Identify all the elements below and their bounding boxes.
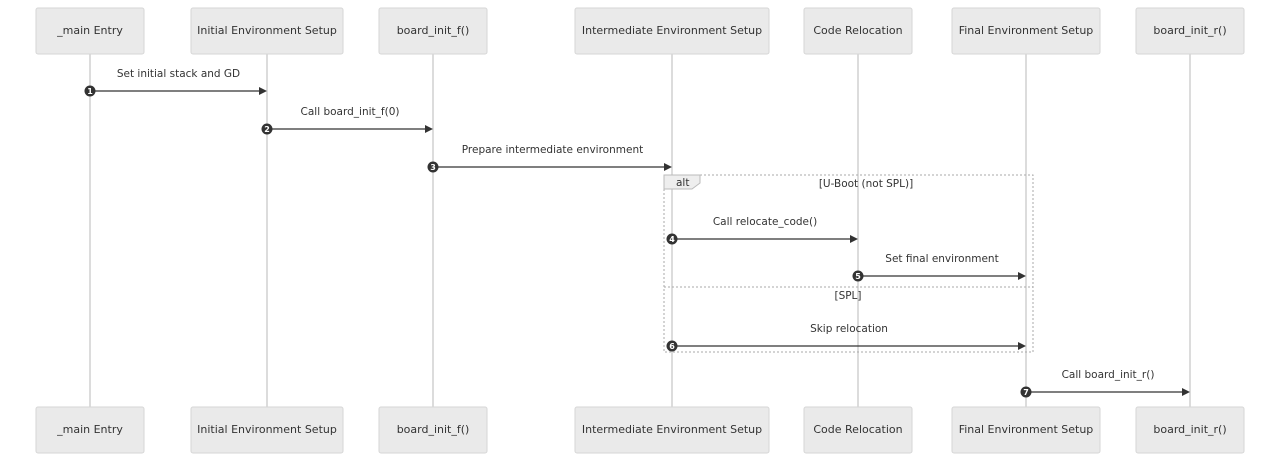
participant-label-bir-bottom: board_init_r() (1153, 423, 1226, 436)
alt-frame: alt [U-Boot (not SPL)] [SPL] (663, 174, 1034, 353)
sequence-marker-5 (852, 270, 864, 282)
participant-label-final-top: Final Environment Setup (959, 24, 1094, 37)
participant-label-bif-bottom: board_init_f() (397, 423, 470, 436)
participant-box-bir-bottom (1135, 406, 1245, 454)
participant-box-inter-bottom (574, 406, 770, 454)
sequence-number-7: 7 (1023, 388, 1029, 397)
arrowhead-5 (1018, 272, 1026, 280)
arrowhead-3 (664, 163, 672, 171)
participant-label-inter-bottom: Intermediate Environment Setup (582, 423, 762, 436)
message-label-3: Prepare intermediate environment (462, 144, 643, 156)
participant-box-final-bottom (951, 406, 1101, 454)
sequence-number-1: 1 (87, 87, 93, 96)
sequence-marker-2 (261, 123, 273, 135)
participant-box-main-top (35, 7, 145, 55)
message-label-1: Set initial stack and GD (117, 68, 240, 80)
alt-condition-1: [U-Boot (not SPL)] (819, 178, 913, 190)
alt-tag-label: alt (676, 177, 689, 189)
sequence-number-2: 2 (264, 125, 270, 134)
participant-label-inter-top: Intermediate Environment Setup (582, 24, 762, 37)
participant-label-main-bottom: _main Entry (56, 423, 123, 436)
sequence-number-4: 4 (669, 235, 675, 244)
participant-box-reloc-bottom (803, 406, 913, 454)
participant-label-final-bottom: Final Environment Setup (959, 423, 1094, 436)
sequence-marker-7 (1020, 386, 1032, 398)
sequence-number-3: 3 (430, 163, 436, 172)
participant-box-inter-top (574, 7, 770, 55)
participants-top: _main Entry Initial Environment Setup boar… (35, 7, 1245, 55)
participant-box-main-bottom (35, 406, 145, 454)
arrowhead-7 (1182, 388, 1190, 396)
message-label-4: Call relocate_code() (713, 216, 817, 228)
sequence-marker-4 (666, 233, 678, 245)
participant-label-reloc-top: Code Relocation (813, 24, 902, 37)
participant-label-bir-top: board_init_r() (1153, 24, 1226, 37)
sequence-marker-1 (84, 85, 96, 97)
message-label-2: Call board_init_f(0) (301, 106, 400, 118)
arrowhead-4 (850, 235, 858, 243)
sequence-marker-3 (427, 161, 439, 173)
arrowhead-6 (1018, 342, 1026, 350)
arrowhead-2 (425, 125, 433, 133)
participant-box-init-top (190, 7, 344, 55)
message-label-7: Call board_init_r() (1062, 369, 1155, 381)
participant-box-bir-top (1135, 7, 1245, 55)
alt-tag (663, 174, 701, 190)
participant-label-init-top: Initial Environment Setup (197, 24, 337, 37)
participant-label-main-top: _main Entry (56, 24, 123, 37)
participant-box-reloc-top (803, 7, 913, 55)
participants-bottom: _main Entry Initial Environment Setup boar… (35, 406, 1245, 454)
alt-condition-2: [SPL] (834, 290, 861, 302)
arrowhead-1 (259, 87, 267, 95)
participant-label-reloc-bottom: Code Relocation (813, 423, 902, 436)
sequence-number-6: 6 (669, 342, 675, 351)
participant-box-bif-top (378, 7, 488, 55)
participant-box-final-top (951, 7, 1101, 55)
participant-label-bif-top: board_init_f() (397, 24, 470, 37)
lifelines (89, 54, 1191, 407)
sequence-number-5: 5 (855, 272, 861, 281)
message-label-5: Set final environment (885, 253, 998, 265)
sequence-marker-6 (666, 340, 678, 352)
participant-box-bif-bottom (378, 406, 488, 454)
message-label-6: Skip relocation (810, 323, 888, 335)
participant-box-init-bottom (190, 406, 344, 454)
participant-label-init-bottom: Initial Environment Setup (197, 423, 337, 436)
